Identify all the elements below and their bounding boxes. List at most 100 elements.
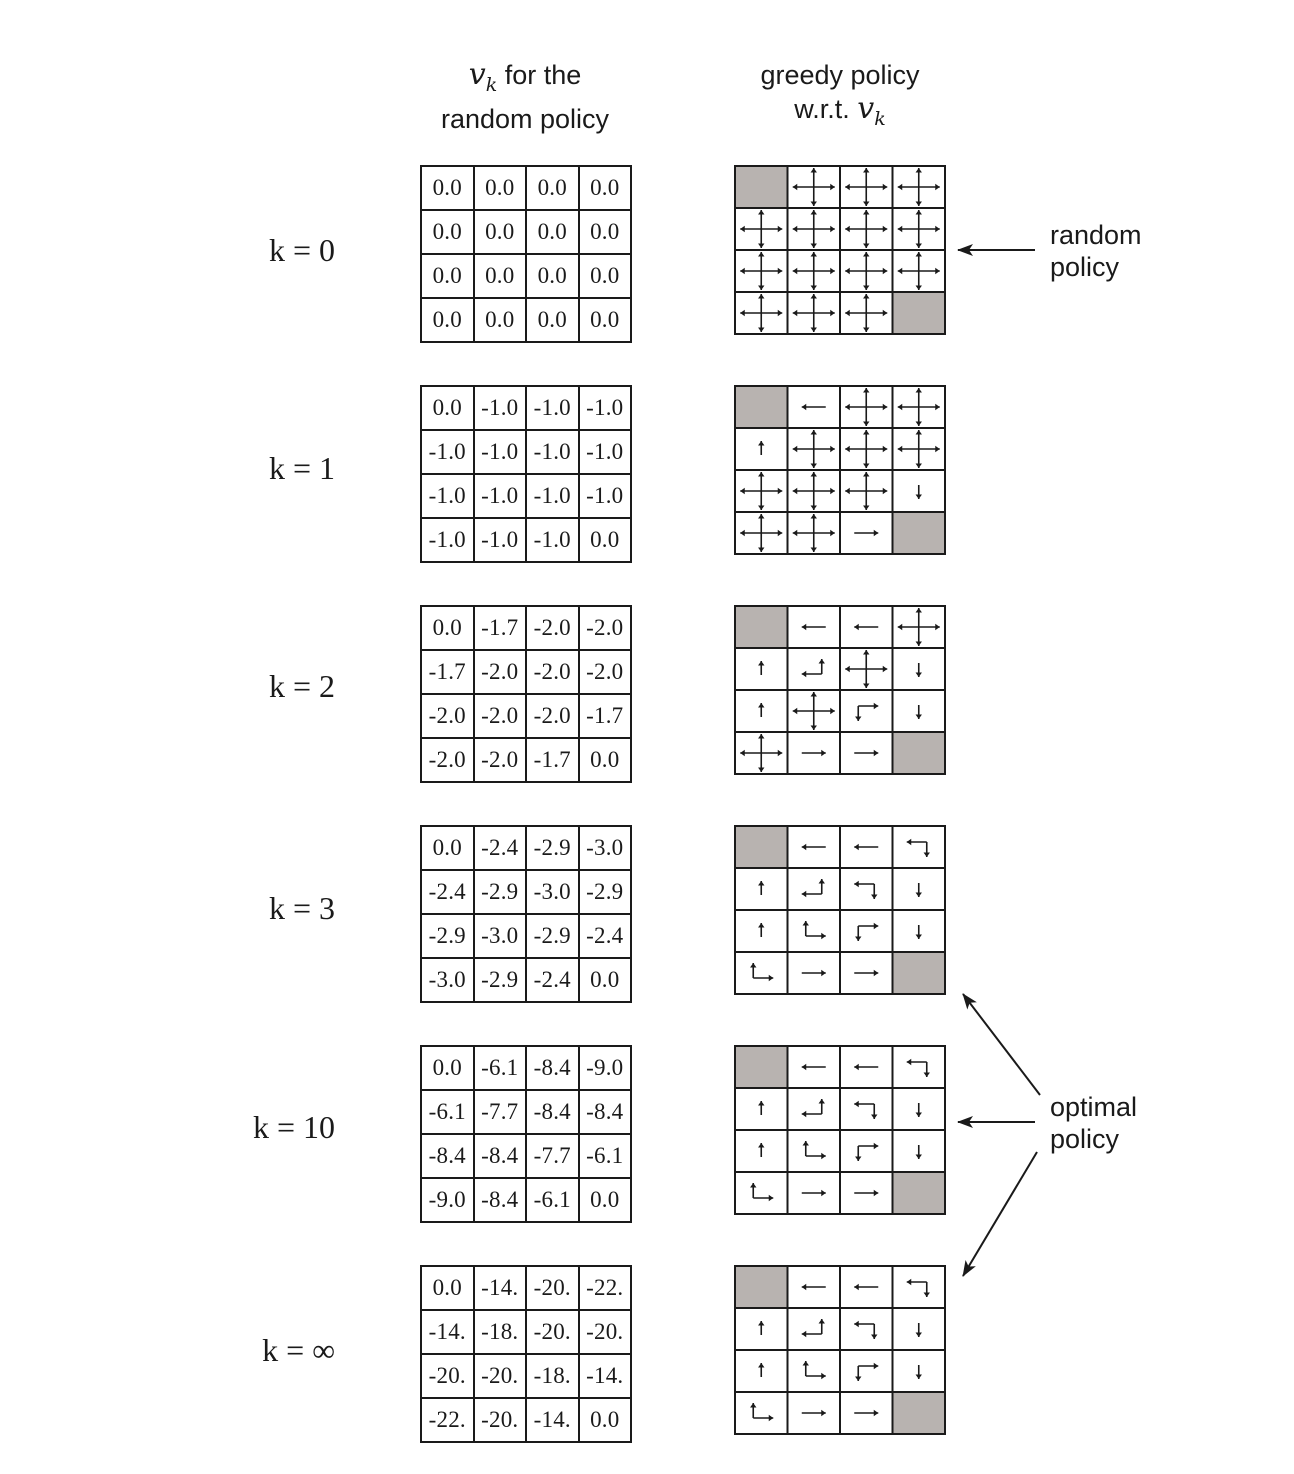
arrowhead-l (897, 225, 903, 233)
action-arrow-all (897, 252, 940, 290)
value-cell: -2.0 (577, 649, 632, 695)
arrowhead-u (818, 879, 825, 884)
arrowhead-d (915, 934, 922, 939)
action-arrow-u (758, 1363, 765, 1377)
arrowhead-r (777, 529, 783, 537)
arrowhead-u (810, 430, 817, 435)
action-arrow-all (740, 252, 783, 290)
value-cell: -3.0 (525, 869, 580, 915)
value-cell: -2.0 (577, 605, 632, 651)
action-arrow-r (854, 529, 879, 537)
action-arrow-ur (750, 1183, 774, 1202)
arrowhead-d (923, 1292, 930, 1297)
value-grid-row: -8.4-8.4-7.7-6.1 (420, 1133, 632, 1179)
arrowhead-u (758, 1321, 765, 1326)
action-arrow-u (758, 441, 765, 455)
policy-grid-svg (734, 165, 946, 335)
arrowhead-u (915, 210, 922, 215)
arrowhead-r (882, 403, 888, 411)
arrowhead-u (758, 472, 765, 477)
action-arrow-ul (801, 1099, 825, 1118)
value-cell: -8.4 (577, 1089, 632, 1135)
arrowhead-l (740, 309, 745, 317)
arrowhead-l (801, 890, 807, 898)
arrowhead-l (897, 623, 903, 631)
action-arrow-all (792, 294, 835, 332)
arrowhead-l (845, 665, 850, 673)
arrowhead-l (897, 267, 903, 275)
value-cell: -6.1 (525, 1177, 580, 1223)
action-arrow-d (915, 705, 922, 719)
arrowhead-d (855, 936, 862, 941)
terminal-cell (891, 1391, 946, 1435)
action-arrow-all (897, 210, 940, 248)
arrowhead-u (863, 430, 870, 435)
action-arrow-d (915, 1323, 922, 1337)
header-right-line2: w.r.t. (794, 94, 858, 124)
action-arrow-l (801, 623, 826, 631)
action-arrow-d (915, 663, 922, 677)
value-cell: -6.1 (577, 1133, 632, 1179)
value-cell: -8.4 (420, 1133, 475, 1179)
arrowhead-d (915, 641, 922, 646)
policy-cell (891, 1265, 946, 1309)
action-arrow-ur (802, 1141, 826, 1160)
action-arrow-all (792, 168, 835, 206)
value-cell: 0.0 (525, 253, 580, 299)
arrowhead-d (758, 243, 765, 248)
value-cell: -14. (472, 1265, 527, 1311)
value-grid-row: 0.0-14.-20.-22. (420, 1265, 632, 1311)
arrowhead-u (863, 650, 870, 655)
arrowhead-r (821, 932, 826, 940)
arrowhead-r (873, 529, 879, 537)
arrowhead-l (845, 267, 850, 275)
arrowhead-l (845, 309, 850, 317)
arrowhead-r (830, 707, 835, 715)
action-arrow-all (792, 472, 835, 510)
action-arrow-r (854, 969, 879, 977)
action-arrow-all (740, 210, 783, 248)
value-grid-row: -22.-20.-14.0.0 (420, 1397, 632, 1443)
arrowhead-u (802, 1361, 809, 1366)
action-arrow-l (854, 1283, 879, 1291)
arrowhead-d (855, 716, 862, 721)
arrowhead-d (915, 201, 922, 206)
arrowhead-u (758, 661, 765, 666)
value-cell: -1.7 (420, 649, 475, 695)
value-cell: -2.9 (525, 913, 580, 959)
arrowhead-u (810, 168, 817, 173)
value-cell: -2.4 (525, 957, 580, 1003)
action-arrow-all (845, 294, 888, 332)
value-cell: -3.0 (472, 913, 527, 959)
action-arrow-u (758, 881, 765, 895)
value-cell: -8.4 (472, 1133, 527, 1179)
action-arrow-ul (801, 879, 825, 898)
arrowhead-r (768, 1414, 774, 1422)
terminal-cell (734, 825, 789, 869)
policy-grid (734, 165, 946, 335)
k-label: k = ∞ (262, 1332, 335, 1368)
arrowhead-d (923, 852, 930, 857)
value-cell: 0.0 (420, 253, 475, 299)
arrowhead-u (915, 388, 922, 393)
terminal-cell (891, 511, 946, 555)
action-arrow-u (758, 1143, 765, 1157)
arrowhead-d (758, 505, 765, 510)
arrowhead-d (863, 421, 870, 426)
value-grid-row: -14.-18.-20.-20. (420, 1309, 632, 1355)
terminal-cell (734, 605, 789, 649)
action-arrow-all (897, 608, 940, 646)
arrowhead-u (863, 294, 870, 299)
arrowhead-u (863, 472, 870, 477)
arrowhead-d (810, 505, 817, 510)
arrowhead-d (855, 1156, 862, 1161)
value-cell: 0.0 (525, 297, 580, 343)
arrowhead-u (750, 1403, 757, 1408)
action-arrow-u (758, 923, 765, 937)
